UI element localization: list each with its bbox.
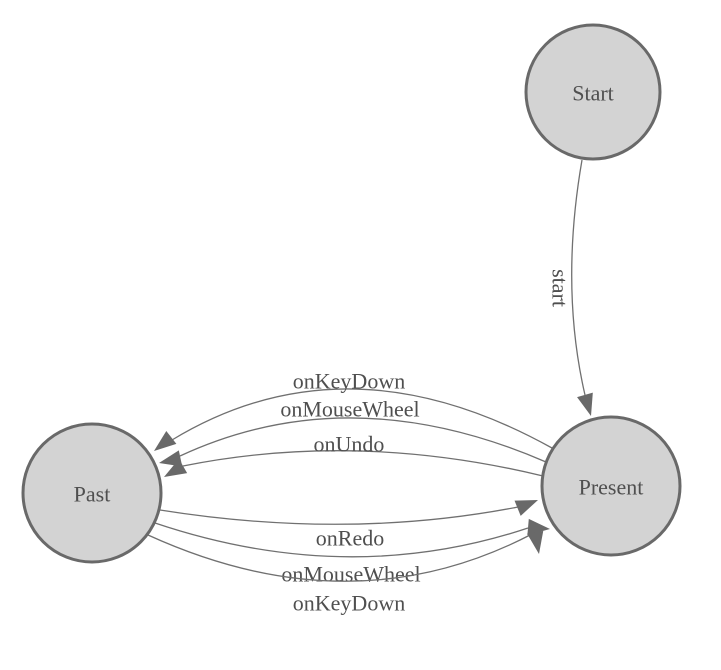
edge-path — [171, 388, 553, 449]
edge-start-to-present[interactable]: start — [548, 159, 599, 418]
edge-path — [571, 159, 586, 396]
edge-label: start — [548, 269, 573, 307]
edge-label: onMouseWheel — [281, 562, 420, 587]
node-present-circle — [540, 415, 682, 557]
edge-label: onKeyDown — [293, 369, 405, 394]
edge-label: onRedo — [316, 526, 384, 551]
node-past-circle — [21, 422, 163, 564]
node-start-circle — [524, 23, 662, 161]
node-present-label: Present — [579, 475, 644, 500]
edge-past-to-present-onmousewheel[interactable]: onMouseWheel — [154, 518, 551, 587]
node-past-label: Past — [74, 482, 111, 507]
edge-path — [159, 506, 519, 525]
arrowhead — [154, 430, 177, 451]
node-present[interactable]: Present — [540, 415, 682, 557]
edge-present-to-past-onmousewheel[interactable]: onMouseWheel — [157, 397, 547, 472]
edge-past-to-present-onredo[interactable]: onRedo — [159, 492, 541, 551]
edge-present-to-past-onundo[interactable]: onUndo — [160, 432, 544, 485]
edge-path — [182, 450, 544, 477]
edge-past-to-present-onkeydown[interactable]: onKeyDown — [147, 530, 547, 616]
arrowhead — [527, 518, 550, 536]
edge-label: onKeyDown — [293, 591, 405, 616]
edge-label: onMouseWheel — [280, 397, 419, 422]
edge-path — [154, 522, 529, 558]
node-start[interactable]: Start — [524, 23, 662, 161]
edge-path — [179, 417, 547, 463]
arrowhead — [577, 392, 593, 416]
node-past[interactable]: Past — [21, 422, 163, 564]
arrowhead — [514, 500, 538, 516]
node-start-label: Start — [572, 81, 614, 106]
edge-present-to-past-onkeydown[interactable]: onKeyDown — [149, 369, 553, 458]
arrowhead — [164, 458, 188, 477]
edge-label: onUndo — [314, 432, 385, 457]
edge-path — [147, 533, 533, 582]
arrowhead — [527, 530, 544, 554]
